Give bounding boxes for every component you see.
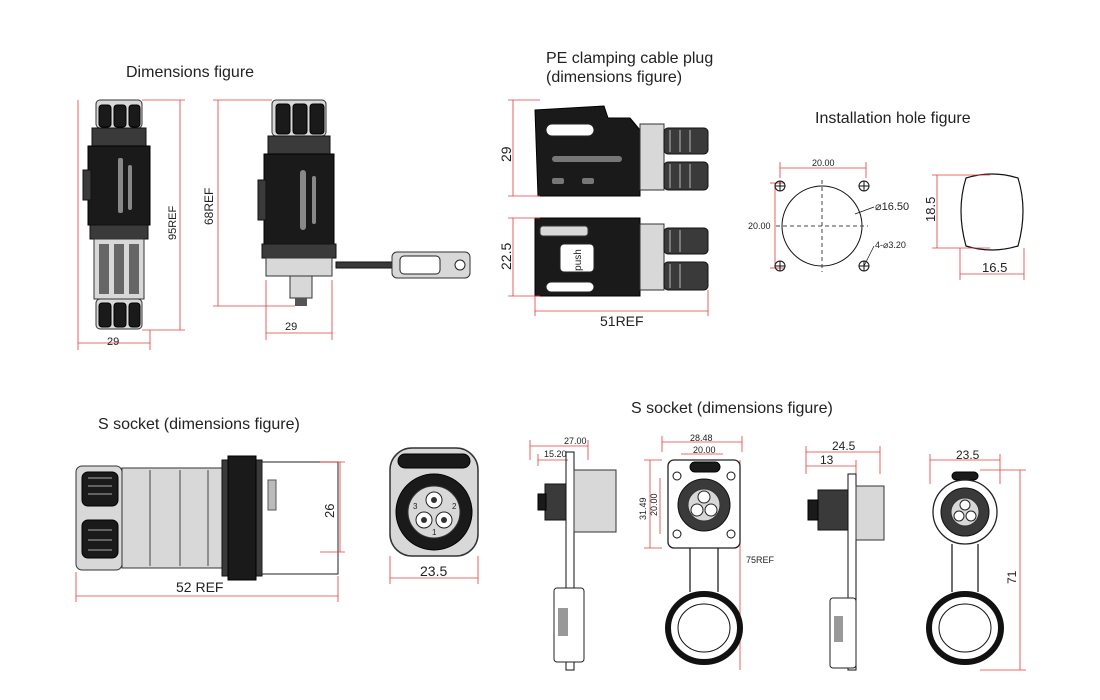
s-socket-right-front-view <box>644 436 743 670</box>
push-label: push <box>573 249 584 271</box>
s-socket-right-side-view <box>529 440 617 671</box>
title-dimensions-figure: Dimensions figure <box>126 64 255 81</box>
s-socket-right-side-view-2 <box>805 446 885 671</box>
pe-plug-top-view <box>534 105 709 197</box>
dim-s1-overall: 27.00 <box>564 436 587 446</box>
dim-d1-width: 29 <box>107 336 119 348</box>
pin-label-2: 2 <box>452 502 457 511</box>
pin-label-3: 3 <box>413 502 418 511</box>
dim-cut-width: 16.5 <box>982 260 1007 275</box>
dim-hole-left: 20.00 <box>748 221 771 231</box>
title-s-socket-right: S socket (dimensions figure) <box>631 400 833 417</box>
title-s-socket-left: S socket (dimensions figure) <box>98 416 300 433</box>
dim-s2-outer: 28.48 <box>690 433 713 443</box>
dim-d1-height: 95REF <box>167 205 179 240</box>
dim-s2-inner: 20.00 <box>693 445 716 455</box>
dim-lines-pe-plug <box>508 99 709 316</box>
dim-s2-height-inner: 20.00 <box>649 493 659 516</box>
dim-s2-total: 75REF <box>746 555 775 565</box>
plug-side-view <box>257 99 471 306</box>
dim-hole-top: 20.00 <box>812 158 835 168</box>
dim-s3-part: 13 <box>820 453 834 467</box>
dim-lines-plug-side <box>213 99 333 340</box>
dim-sock-height: 26 <box>322 504 337 518</box>
dim-d2-height: 68REF <box>202 188 216 225</box>
title-pe-plug-line1: PE clamping cable plug <box>546 50 714 67</box>
title-installation-hole: Installation hole figure <box>815 110 971 127</box>
pe-plug-bottom-view: push <box>534 217 709 297</box>
installation-hole-panel <box>770 162 875 272</box>
title-pe-plug-line2: (dimensions figure) <box>546 69 683 86</box>
dim-sock-face-width: 23.5 <box>420 563 447 579</box>
dim-sock-length: 52 REF <box>176 579 223 595</box>
dim-s4-height: 71 <box>1005 570 1019 584</box>
dim-s4-width: 23.5 <box>956 448 980 462</box>
dim-lines-s-socket-face <box>389 556 479 584</box>
dim-s2-height-outer: 31.49 <box>638 497 648 520</box>
s-socket-side-view <box>75 455 339 581</box>
dim-d2-width: 29 <box>285 321 297 333</box>
installation-cutout <box>932 173 1025 280</box>
s-socket-right-round-view <box>926 454 1026 671</box>
dim-hole-diameter: ⌀16.50 <box>875 201 909 213</box>
dim-lines-s-socket-side <box>75 461 345 602</box>
dim-lines-plug-front <box>77 99 185 350</box>
dim-pe-top-height: 29 <box>498 146 514 162</box>
dim-pe-length: 51REF <box>600 313 644 329</box>
dim-hole-mount: 4-⌀3.20 <box>875 240 906 250</box>
plug-front-view <box>82 99 151 330</box>
dim-cut-height: 18.5 <box>923 197 938 222</box>
pin-label-1: 1 <box>432 528 437 537</box>
s-socket-face-view <box>389 447 479 557</box>
dim-s1-flange: 15.20 <box>544 449 567 459</box>
dim-pe-bottom-height: 22.5 <box>498 243 514 270</box>
dim-s3-overall: 24.5 <box>832 439 856 453</box>
